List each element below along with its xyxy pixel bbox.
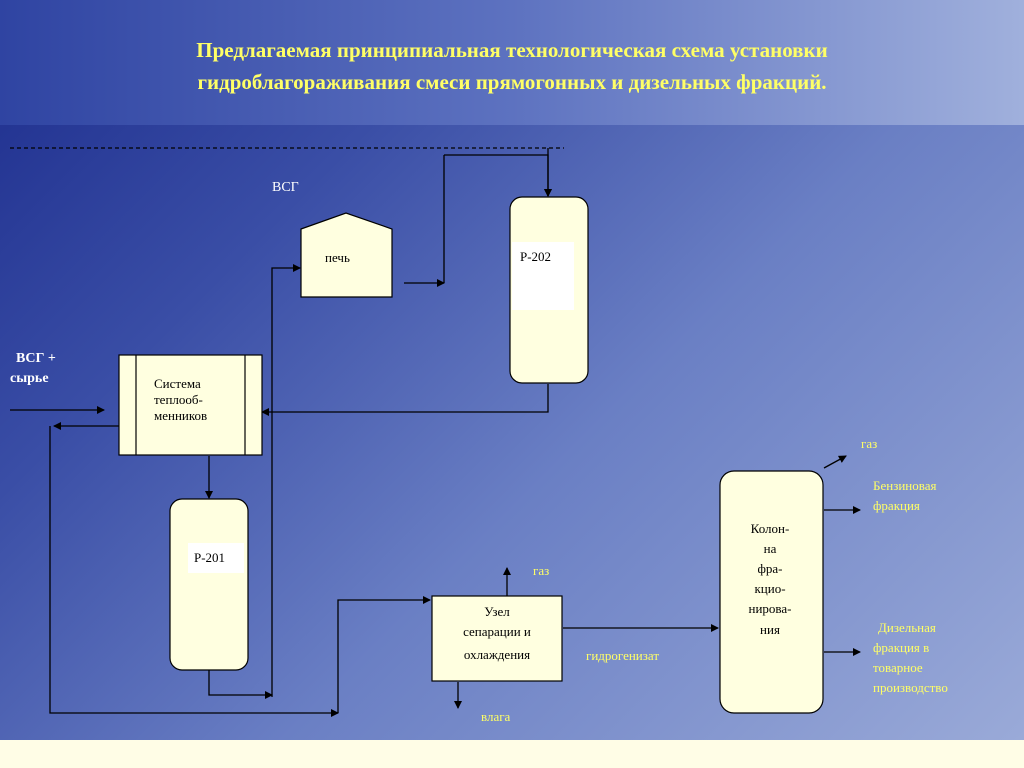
fractionation-column: Колон- на фра- кцио- нирова- ния [719, 470, 824, 714]
sep-label-1: Узел [484, 604, 510, 619]
diesel-label-2: фракция в [873, 640, 929, 655]
r202-to-hx-arrow [261, 384, 549, 416]
furnace-label: печь [325, 250, 350, 265]
title-line-1: Предлагаемая принципиальная технологичес… [196, 38, 828, 62]
col-label-6: ния [760, 622, 780, 637]
diesel-label-3: товарное [873, 660, 923, 675]
diesel-label-4: производство [873, 680, 948, 695]
col-label-1: Колон- [751, 521, 790, 536]
header-band [0, 0, 1024, 125]
hx-label-1: Система [154, 376, 201, 391]
r201-label: Р-201 [194, 550, 225, 565]
gasoline-label-1: Бензиновая [873, 478, 936, 493]
column-gas-arrow [823, 455, 847, 469]
moisture-label: влага [481, 709, 511, 724]
col-label-2: на [764, 541, 777, 556]
heat-exchanger-unit: Система теплооб- менников [118, 354, 263, 456]
column-gas-label: газ [861, 436, 877, 451]
feed-label-2: сырье [10, 371, 49, 386]
separator-inlet-arrow [337, 596, 431, 713]
gasoline-label-2: фракция [873, 498, 920, 513]
vsg-top-label: ВСГ [272, 180, 299, 195]
hydrogenizate-label: гидрогенизат [586, 648, 659, 663]
r202-top-inlet-arrow [444, 154, 552, 197]
r201-to-riser-arrow [208, 670, 273, 699]
separator-gas-label: газ [533, 563, 549, 578]
hx-label-3: менников [154, 408, 207, 423]
col-label-4: кцио- [754, 581, 785, 596]
reactor-r202: Р-202 [509, 196, 589, 384]
hx-label-2: теплооб- [154, 392, 203, 407]
r202-label: Р-202 [520, 249, 551, 264]
slide-title: Предлагаемая принципиальная технологичес… [40, 34, 984, 98]
furnace-unit: печь [300, 212, 393, 298]
bottom-strip [0, 740, 1024, 768]
sep-label-2: сепарации и [463, 624, 531, 639]
separation-unit: Узел сепарации и охлаждения [431, 595, 563, 682]
col-label-3: фра- [757, 561, 782, 576]
hx-to-separator-arrow [49, 426, 339, 717]
reactor-r201: Р-201 [169, 498, 249, 671]
process-flow-diagram: Система теплооб- менников Р-201 печь Р-2… [10, 147, 948, 724]
riser-to-furnace-arrow [271, 264, 301, 697]
flow-lines [10, 148, 861, 717]
title-line-2: гидроблагораживания смеси прямогонных и … [197, 70, 827, 94]
sep-label-3: охлаждения [464, 647, 530, 662]
feed-label-1: ВСГ + [16, 351, 56, 366]
diesel-label-1: Дизельная [878, 620, 936, 635]
col-label-5: нирова- [749, 601, 792, 616]
